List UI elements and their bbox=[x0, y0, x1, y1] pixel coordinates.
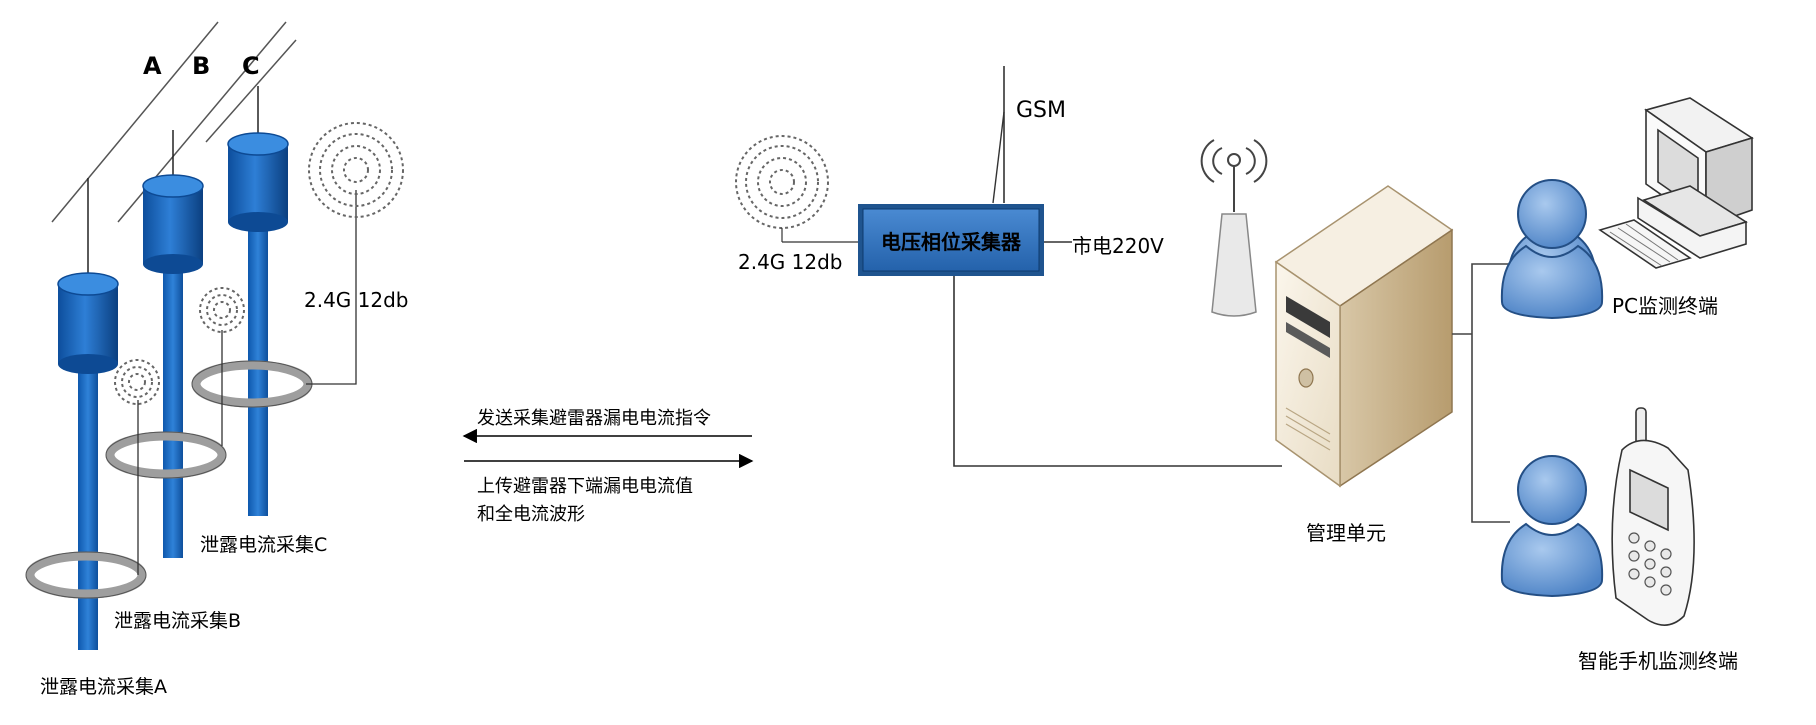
phase-label-c: C bbox=[242, 52, 260, 80]
phase-a-arrester bbox=[57, 178, 119, 650]
wireless-signal-icons bbox=[114, 122, 829, 405]
mains-power-label: 市电220V bbox=[1072, 234, 1164, 258]
upload-data-label-line2: 和全电流波形 bbox=[477, 504, 585, 525]
ct-ring-b bbox=[105, 431, 227, 479]
ct-rings bbox=[25, 360, 313, 599]
left-signal-label: 2.4G 12db bbox=[304, 288, 409, 312]
signal-icon-collector bbox=[735, 135, 829, 229]
smartphone-icon bbox=[1611, 407, 1695, 626]
pc-terminal-label: PC监测终端 bbox=[1612, 294, 1719, 318]
terminal-connector bbox=[1452, 263, 1510, 523]
user-icon-phone bbox=[1500, 455, 1604, 598]
signal-icon-b bbox=[199, 287, 245, 333]
voltage-phase-collector bbox=[781, 66, 1282, 467]
collector-label-b: 泄露电流采集B bbox=[114, 610, 242, 632]
gsm-label: GSM bbox=[1016, 98, 1066, 123]
phase-b-arrester bbox=[142, 130, 204, 558]
communication-arrows bbox=[462, 428, 754, 469]
server-antenna bbox=[1200, 139, 1268, 317]
collector-signal-label: 2.4G 12db bbox=[738, 250, 843, 274]
ct-leads bbox=[137, 190, 357, 575]
ct-ring-a bbox=[25, 551, 147, 599]
upload-data-label-line1: 上传避雷器下端漏电电流值 bbox=[477, 476, 693, 497]
server-tower-icon bbox=[1274, 185, 1454, 488]
phone-terminal-label: 智能手机监测终端 bbox=[1578, 649, 1738, 673]
phase-label-a: A bbox=[143, 52, 162, 80]
send-command-label: 发送采集避雷器漏电电流指令 bbox=[477, 408, 711, 429]
phase-c-arrester bbox=[227, 86, 289, 516]
collector-label-a: 泄露电流采集A bbox=[40, 676, 167, 698]
signal-icon-c bbox=[308, 122, 404, 218]
server-label: 管理单元 bbox=[1306, 521, 1386, 545]
pc-computer-icon bbox=[1598, 97, 1754, 269]
user-icon-pc bbox=[1500, 179, 1604, 320]
phase-label-b: B bbox=[192, 52, 211, 80]
signal-icon-a bbox=[114, 359, 160, 405]
collector-box-label: 电压相位采集器 bbox=[881, 229, 1021, 254]
collector-label-c: 泄露电流采集C bbox=[200, 534, 328, 556]
